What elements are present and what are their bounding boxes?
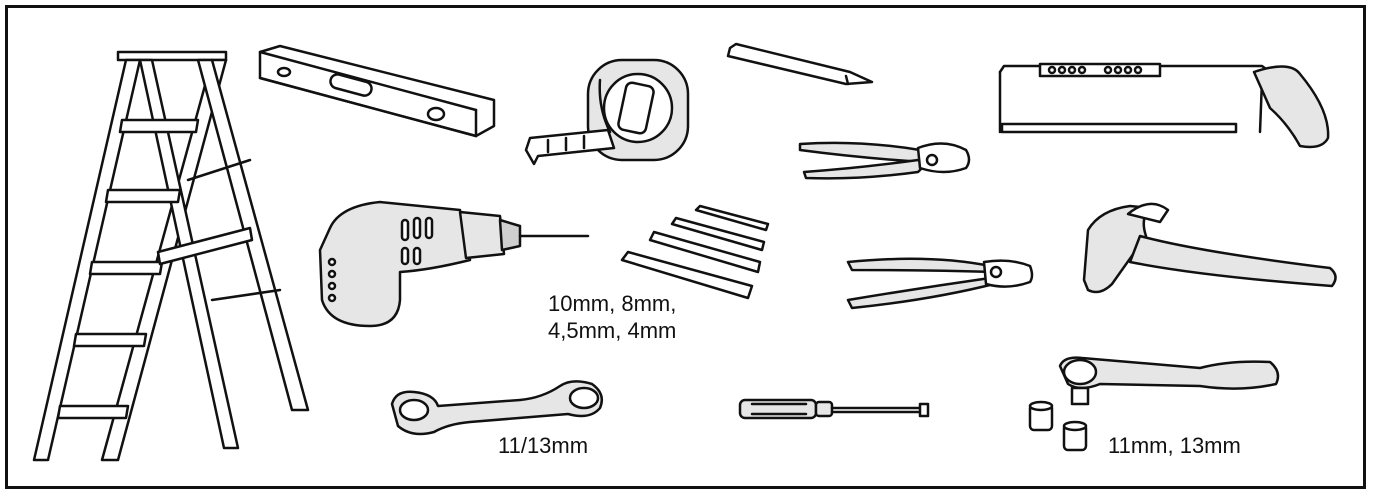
step-ladder-icon bbox=[32, 50, 310, 462]
ratchet-socket-set-icon bbox=[1028, 356, 1280, 452]
tape-measure-icon bbox=[524, 58, 690, 166]
slip-joint-pliers-icon bbox=[846, 257, 1034, 310]
drill-bit-sizes-label: 10mm, 8mm, 4,5mm, 4mm bbox=[548, 290, 676, 344]
pencil-icon bbox=[726, 42, 874, 86]
socket-sizes-label: 11mm, 13mm bbox=[1108, 433, 1241, 458]
side-cutter-pliers-icon bbox=[798, 141, 971, 180]
drill-bit-sizes-line-2: 4,5mm, 4mm bbox=[548, 318, 677, 343]
wrench-size-label: 11/13mm bbox=[498, 433, 589, 458]
spirit-level-icon bbox=[258, 44, 496, 138]
drill-bits-icon bbox=[620, 204, 770, 300]
illustration-frame bbox=[5, 5, 1366, 489]
hacksaw-icon bbox=[998, 62, 1330, 149]
drill-bit-sizes-line-1: 10mm, 8mm, bbox=[548, 291, 677, 316]
ring-wrench-icon bbox=[390, 380, 603, 436]
claw-hammer-icon bbox=[1082, 202, 1337, 294]
screwdriver-icon bbox=[738, 398, 930, 420]
power-drill-icon bbox=[318, 200, 590, 328]
